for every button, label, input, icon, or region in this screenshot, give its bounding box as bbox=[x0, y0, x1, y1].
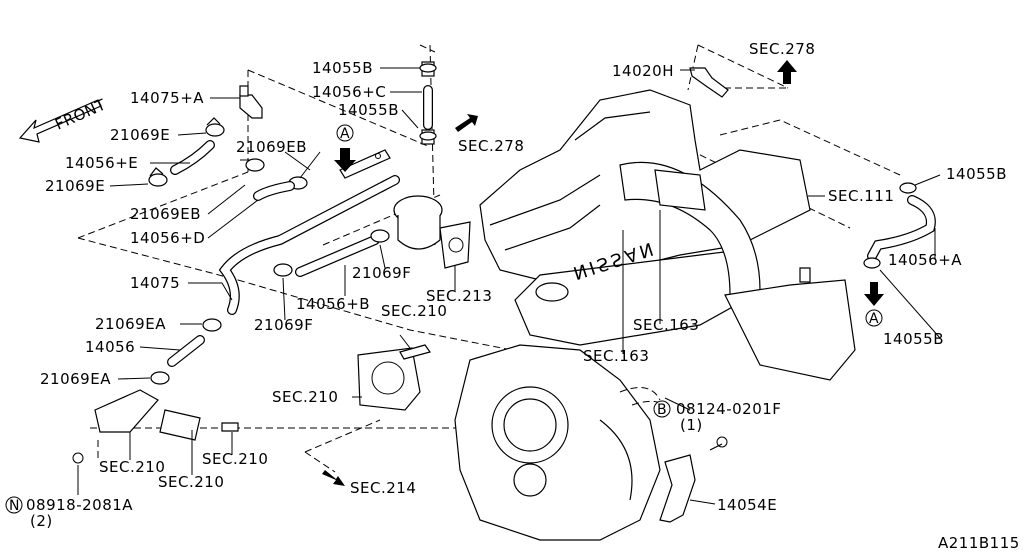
label-08124: 08124-0201F bbox=[676, 400, 781, 418]
label-21069f-1: 21069F bbox=[352, 264, 411, 282]
label-21069ea-2: 21069EA bbox=[40, 370, 111, 388]
leader-lines bbox=[77, 67, 941, 505]
arrows bbox=[322, 60, 884, 486]
label-sec163-a: SEC.163 bbox=[633, 316, 699, 334]
label-21069ea-1: 21069EA bbox=[95, 315, 166, 333]
label-21069eb-1: 21069EB bbox=[236, 138, 307, 156]
label-08918: 08918-2081A bbox=[26, 496, 133, 514]
label-14056-b: 14056+B bbox=[296, 295, 370, 313]
label-sec210-c: SEC.210 bbox=[202, 450, 268, 468]
label-14055b-4: 14055B bbox=[883, 330, 944, 348]
label-sec210-a: SEC.210 bbox=[99, 458, 165, 476]
center-hoses bbox=[273, 61, 471, 411]
label-21069e-1: 21069E bbox=[110, 126, 170, 144]
label-14020h: 14020H bbox=[612, 62, 674, 80]
label-14075: 14075 bbox=[130, 274, 180, 292]
label-21069eb-2: 21069EB bbox=[130, 205, 201, 223]
engine: NISSAN bbox=[454, 67, 936, 541]
label-14056-e: 14056+E bbox=[65, 154, 138, 172]
circle-markers: A A B N bbox=[5, 124, 883, 514]
diagram-code: A211B115 bbox=[938, 534, 1020, 552]
label-sec111: SEC.111 bbox=[828, 187, 894, 205]
marker-a-right: A bbox=[869, 311, 879, 327]
label-14056: 14056 bbox=[85, 338, 135, 356]
label-sec210-b: SEC.210 bbox=[158, 473, 224, 491]
label-sec210-e: SEC.210 bbox=[272, 388, 338, 406]
part-labels: 14075+A 21069E 14056+E 21069E 21069EB 21… bbox=[26, 40, 1020, 552]
label-14055b-2: 14055B bbox=[338, 101, 399, 119]
label-sec278-a: SEC.278 bbox=[458, 137, 524, 155]
label-14054e: 14054E bbox=[717, 496, 777, 514]
marker-n: N bbox=[9, 498, 20, 514]
label-14056-a: 14056+A bbox=[888, 251, 962, 269]
front-label: FRONT bbox=[52, 95, 109, 133]
label-sec214: SEC.214 bbox=[350, 479, 416, 497]
label-21069f-2: 21069F bbox=[254, 316, 313, 334]
front-arrow: FRONT bbox=[18, 95, 109, 143]
label-qty-2: (2) bbox=[30, 512, 53, 530]
label-14075-a: 14075+A bbox=[130, 89, 204, 107]
label-14055b-3: 14055B bbox=[946, 165, 1007, 183]
marker-b: B bbox=[657, 402, 667, 418]
label-21069e-2: 21069E bbox=[45, 177, 105, 195]
label-sec163-b: SEC.163 bbox=[583, 347, 649, 365]
label-14056-c: 14056+C bbox=[312, 83, 386, 101]
label-14056-d: 14056+D bbox=[130, 229, 205, 247]
label-sec213: SEC.213 bbox=[426, 287, 492, 305]
label-14055b-1: 14055B bbox=[312, 59, 373, 77]
label-sec210-d: SEC.210 bbox=[381, 302, 447, 320]
label-qty-1: (1) bbox=[680, 416, 703, 434]
label-sec278-b: SEC.278 bbox=[749, 40, 815, 58]
left-hose-assembly bbox=[72, 85, 400, 464]
marker-a-top: A bbox=[340, 126, 350, 142]
dashed-boundaries bbox=[77, 44, 901, 473]
